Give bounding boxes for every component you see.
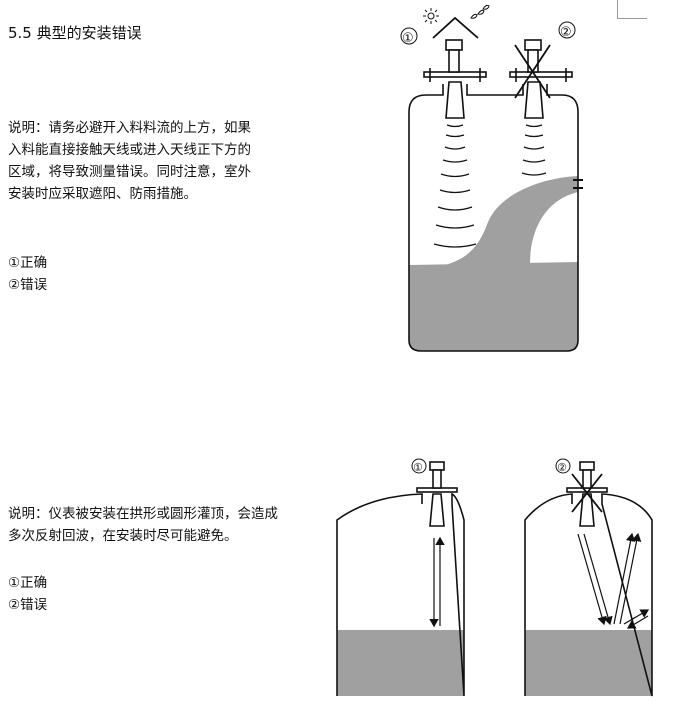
description-1-line-4: 安装时应采取遮阳、防雨措施。 — [8, 186, 197, 202]
rain-icon — [470, 4, 490, 19]
marker-2-circle — [558, 21, 576, 39]
radar-sensor-3 — [429, 461, 445, 527]
marker-1-circle — [400, 27, 418, 45]
inlet-nozzle — [573, 179, 583, 189]
corner-mark-vertical — [617, 0, 618, 18]
echo-waves-2 — [521, 124, 547, 176]
description-2-line-2: 多次反射回波，在安装时尽可能避免。 — [8, 528, 238, 544]
option-correct-2: ①正确 — [8, 575, 48, 591]
tank-1-liquid — [409, 262, 578, 351]
inflow-stream — [445, 176, 578, 265]
tank-2a-liquid — [337, 630, 464, 696]
echo-waves-1 — [433, 124, 477, 248]
tank-1-outline — [408, 84, 579, 352]
sun-icon — [423, 8, 439, 24]
tank-2b-outline — [524, 493, 653, 697]
radar-sensor-4 — [571, 461, 603, 527]
marker-1-label: ① — [402, 31, 414, 46]
figure-2-dome-tank — [336, 458, 653, 697]
direct-echo-arrows — [429, 536, 445, 628]
multi-reflection-arrows — [577, 532, 650, 629]
marker-3-circle — [411, 458, 427, 474]
option-correct-1: ①正确 — [8, 255, 48, 271]
section-title: 5.5 典型的安装错误 — [8, 24, 142, 42]
description-2-line-1: 说明：仪表被安装在拱形或圆形灌顶，会造成 — [8, 506, 278, 522]
tank-2b-liquid — [525, 630, 652, 696]
radar-sensor-1 — [445, 39, 465, 119]
marker-4-circle — [555, 458, 571, 474]
tank-2a-outline — [336, 492, 465, 697]
option-wrong-2: ②错误 — [8, 597, 48, 613]
sun-shelter-roof — [432, 16, 479, 39]
description-1-line-3: 区域，将导致测量错误。同时注意，室外 — [8, 164, 251, 180]
option-wrong-1: ②错误 — [8, 277, 48, 293]
description-1-line-1: 说明：请务必避开入料料流的上方，如果 — [8, 120, 251, 136]
radar-sensor-2 — [514, 39, 551, 119]
marker-2-label: ② — [560, 25, 572, 40]
marker-3-label: ① — [413, 461, 423, 474]
figure-1-inlet-flow — [400, 4, 583, 352]
corner-mark-horizontal — [617, 18, 647, 19]
marker-4-label: ② — [557, 461, 567, 474]
description-1-line-2: 入料能直接接触天线或进入天线正下方的 — [8, 142, 251, 158]
